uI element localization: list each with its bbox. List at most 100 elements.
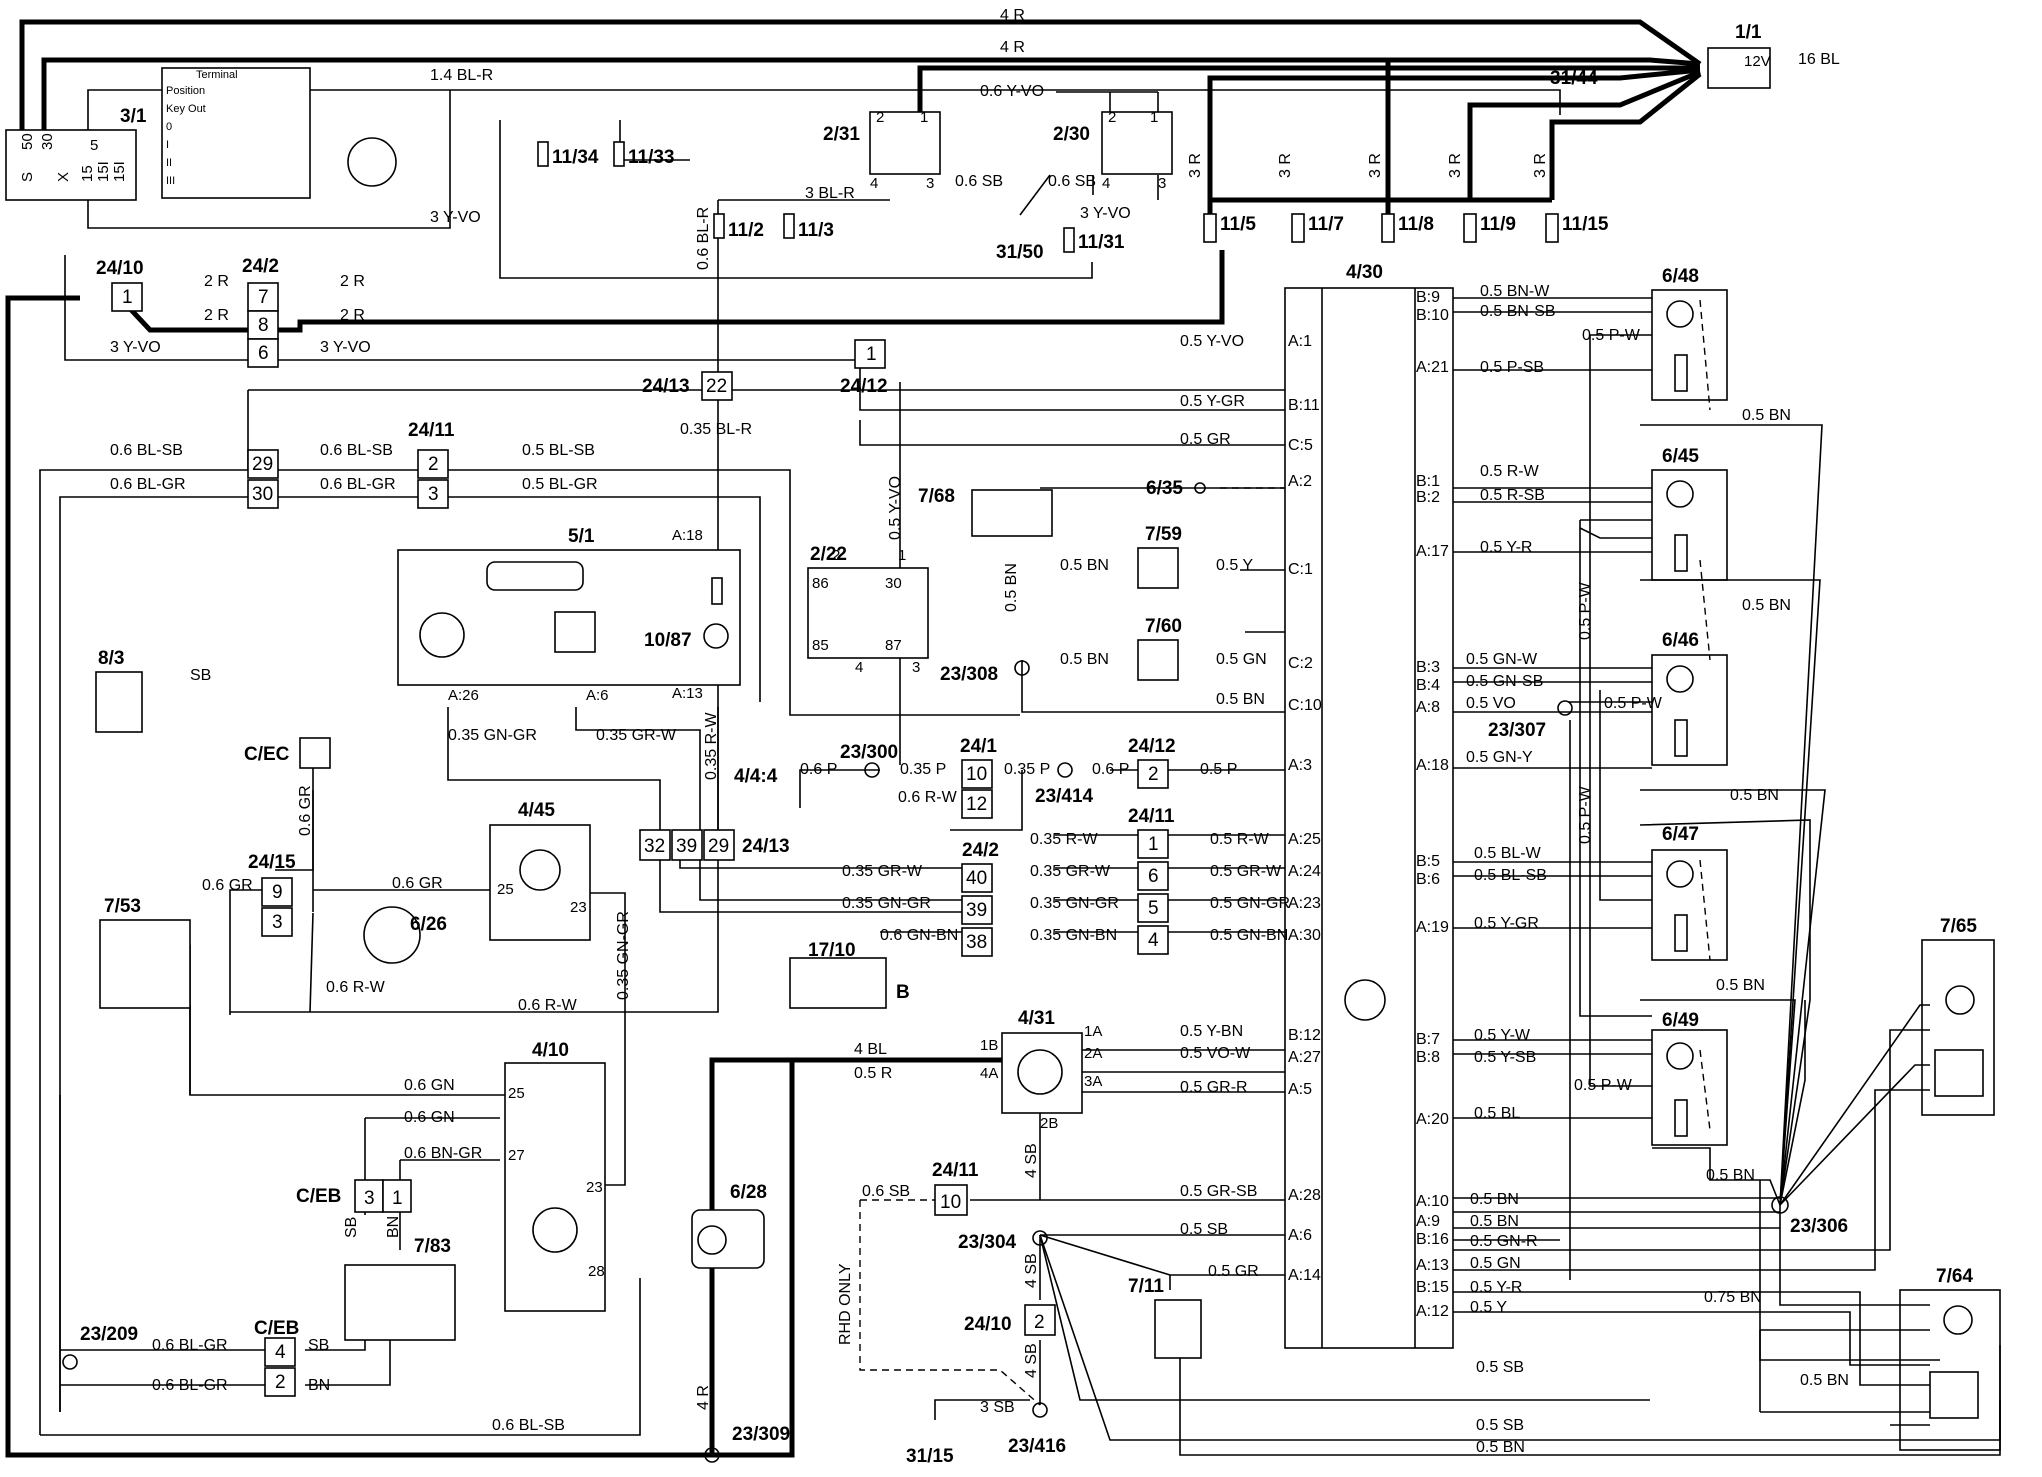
motor-icon <box>1666 480 1694 508</box>
module-5-1-pin: A:13 <box>672 685 703 702</box>
lamp-10-87-icon <box>703 623 729 649</box>
ecu-pin-left: A:24 <box>1288 863 1321 880</box>
wire-label-3sb: 3 SB <box>980 1399 1015 1416</box>
wire-label-sb: SB <box>190 667 211 684</box>
motor-icon <box>1666 1042 1694 1070</box>
component-label-c-6-26: 6/26 <box>410 914 447 935</box>
component-label-c-24-12b: 24/12 <box>1128 736 1176 757</box>
ecu-pin-right: A:21 <box>1416 359 1449 376</box>
sensor-icon <box>1934 1049 1984 1097</box>
fuse-11-3 <box>783 213 795 239</box>
motor-icon <box>1666 860 1694 888</box>
wire-11-5-to-24-2 <box>118 250 1225 333</box>
ecu-pin-left: A:25 <box>1288 831 1321 848</box>
pressure-switch-7-83 <box>344 1264 456 1341</box>
connector-24-2-6 <box>247 338 279 368</box>
wire-label-0_5yr: 0.5 Y-R <box>1470 1279 1522 1296</box>
relay-pin-label: 3 <box>912 659 920 676</box>
ignition-table-row: I <box>166 139 169 151</box>
wire-label-0_6blgr: 0.6 BL-GR <box>110 476 186 493</box>
connector-c-eb-1 <box>382 1179 412 1213</box>
component-label-c-6-35: 6/35 <box>1146 478 1183 499</box>
connector-24-1-10 <box>961 759 993 789</box>
damper-motor-6-45 <box>1651 469 1728 581</box>
connector-pin-p24_2_38: 38 <box>966 932 987 953</box>
wire-label-0_6sb: 0.6 SB <box>1048 173 1096 190</box>
connector-24-13-39 <box>671 829 703 861</box>
component-label-c-3-1: 3/1 <box>120 106 147 127</box>
relay-pin-label: 4 <box>870 175 878 192</box>
module-4-31-pin: 4A <box>980 1065 998 1082</box>
wire-label-0_6gr: 0.6 GR <box>202 877 253 894</box>
component-label-c-11-9: 11/9 <box>1480 214 1516 235</box>
wire-label-0_5pw2: 0.5 P-W <box>1604 695 1663 712</box>
ecu-pin-left: A:30 <box>1288 927 1321 944</box>
ignition-terminal-label: X <box>55 172 72 182</box>
component-label-c-23-307: 23/307 <box>1488 720 1546 741</box>
connector-24-11-3 <box>417 479 449 509</box>
wire-4r-second <box>41 57 1701 135</box>
component-label-c-24-10b: 24/10 <box>964 1314 1012 1335</box>
wire-label-0_5gny: 0.5 GN-Y <box>1466 749 1533 766</box>
potentiometer-icon <box>1674 1099 1688 1137</box>
speed-signal-icon <box>554 611 596 653</box>
component-label-c-4-31: 4/31 <box>1018 1008 1055 1029</box>
temperature-gauge-icon <box>419 612 465 658</box>
component-label-c-11-7: 11/7 <box>1308 214 1344 235</box>
component-label-c-2-31: 2/31 <box>823 124 860 145</box>
relay-pin-label: 2 <box>1108 109 1116 126</box>
generator-6-26 <box>363 906 421 964</box>
connector-pin-p24_11_6: 6 <box>1148 866 1159 887</box>
module-4-10-pin: 28 <box>588 1263 605 1280</box>
wire-label-0_6gnbn: 0.6 GN-BN <box>880 927 958 944</box>
connector-pin-p24_2_6: 6 <box>258 343 269 364</box>
wire-label-0_5gn: 0.5 GN <box>1216 651 1267 668</box>
wire-label-3yvo: 3 Y-VO <box>110 339 161 356</box>
wire-label-0_6bngr: 0.6 BN-GR <box>404 1145 482 1162</box>
ground-point-23-304 <box>1032 1230 1048 1246</box>
damper-motor-6-46 <box>1651 654 1728 766</box>
transistor-icon <box>519 849 561 891</box>
module-4-45 <box>489 824 591 941</box>
wire-label-0_5gngr: 0.5 GN-GR <box>1210 895 1290 912</box>
ignition-table-row: Position <box>166 85 205 97</box>
connector-24-10-1 <box>111 282 143 312</box>
motor-icon <box>1943 1305 1973 1335</box>
potentiometer-icon <box>1674 914 1688 952</box>
module-4-10-pin: 25 <box>508 1085 525 1102</box>
connector-pin-ceb_1: 1 <box>392 1188 403 1209</box>
connector-pin-p24_15_9: 9 <box>272 882 283 903</box>
wire-label-0_35gnbn: 0.35 GN-BN <box>1030 927 1117 944</box>
ecu-pin-right: A:20 <box>1416 1111 1449 1128</box>
wire-label-0_5ybn: 0.5 Y-BN <box>1180 1023 1243 1040</box>
component-label-c-24-15: 24/15 <box>248 852 296 873</box>
connector-24-11-2 <box>417 449 449 479</box>
relay-pin-label: 1 <box>1150 109 1158 126</box>
ecu-pin-right: B:5 <box>1416 853 1440 870</box>
connector-pin-p24_2_8: 8 <box>258 315 269 336</box>
connector-pin-p24_11_10: 10 <box>940 1192 961 1213</box>
component-label-c-23-300: 23/300 <box>840 742 898 763</box>
component-label-c-11-34: 11/34 <box>552 147 599 168</box>
component-label-c-31-15: 31/15 <box>906 1446 954 1467</box>
wire-label-0_6gr: 0.6 GR <box>392 875 443 892</box>
module-4-31-pin: 2B <box>1040 1115 1058 1132</box>
potentiometer-icon <box>1674 354 1688 392</box>
wire-4r-left-loop <box>5 295 712 1458</box>
ecu-pin-left: C:5 <box>1288 437 1313 454</box>
relay-pin-label: 2 <box>876 109 884 126</box>
fuse-11-15 <box>1545 213 1559 243</box>
fuse-11-8 <box>1381 213 1395 243</box>
ecu-pin-left: A:6 <box>1288 1227 1312 1244</box>
wire-label-0_5bn: 0.5 BN <box>1716 977 1765 994</box>
wire-label-0_5sb: 0.5 SB <box>1180 1221 1228 1238</box>
pressure-sensor-7-53 <box>99 919 191 1009</box>
ignition-switch-table <box>161 67 311 199</box>
ignition-table-row: Key Out <box>166 103 206 115</box>
ecu-pin-left: A:2 <box>1288 473 1312 490</box>
relay-pin-label: 85 <box>812 637 829 654</box>
component-label-c-7-64: 7/64 <box>1936 1266 1973 1287</box>
connector-24-11-4 <box>1137 925 1169 955</box>
wire-label-0_35grw: 0.35 GR-W <box>596 727 677 744</box>
